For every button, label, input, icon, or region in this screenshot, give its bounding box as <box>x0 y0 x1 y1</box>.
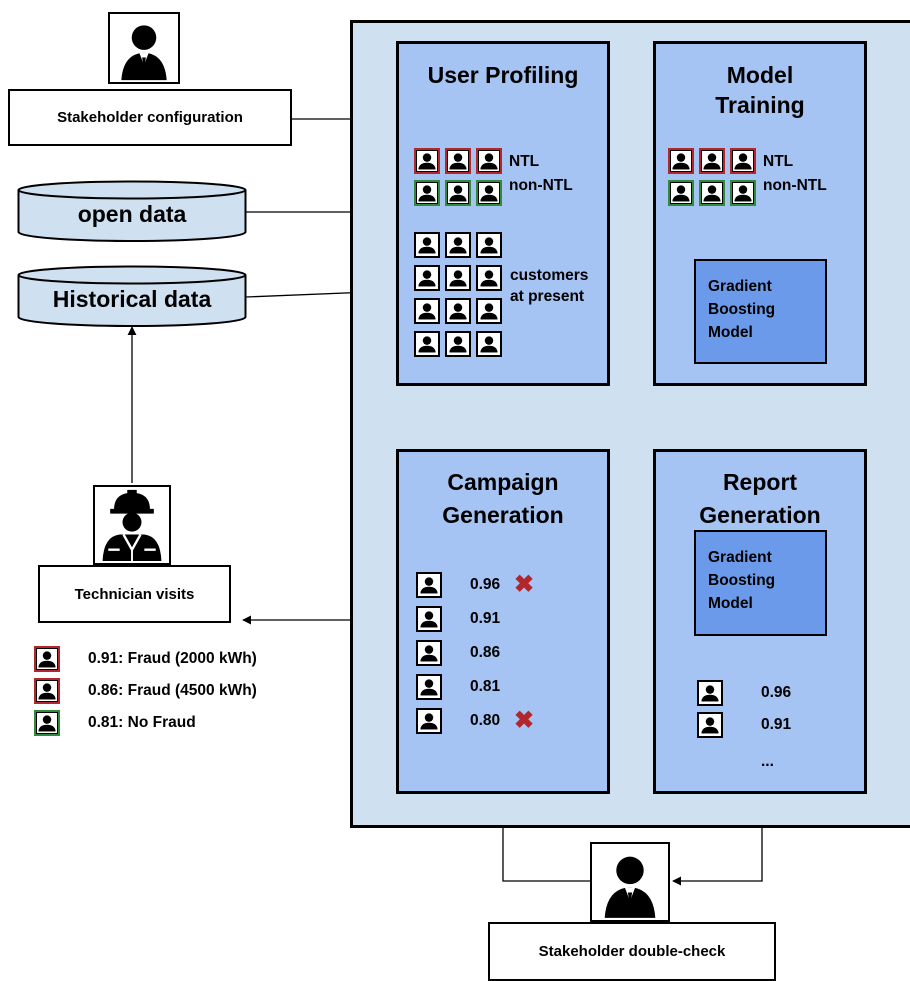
campaign-score: 0.96 <box>470 576 501 593</box>
customer-user-icon <box>414 331 440 357</box>
model-label-line3: Model <box>708 324 753 341</box>
campaign-generation-title-line1: Campaign <box>447 469 559 495</box>
historical-data-cylinder <box>17 265 247 329</box>
ntl-user-icon <box>414 148 440 174</box>
customer-user-icon <box>476 232 502 258</box>
stakeholder-configuration-label: Stakeholder configuration <box>57 109 243 126</box>
campaign-user-icon <box>416 640 442 666</box>
report-score: 0.91 <box>761 716 792 733</box>
technician-result: 0.81: No Fraud <box>88 714 196 731</box>
customer-user-icon <box>445 331 471 357</box>
campaign-user-icon <box>416 674 442 700</box>
stakeholder-double-check-label: Stakeholder double-check <box>538 943 726 960</box>
report-user-icon <box>697 712 723 738</box>
stakeholder-double-check-box: Stakeholder double-check <box>488 922 776 981</box>
campaign-user-icon <box>416 708 442 734</box>
ntl-user-icon <box>476 148 502 174</box>
non-ntl-user-icon <box>699 180 725 206</box>
technician-portrait <box>93 485 171 565</box>
customer-user-icon <box>445 265 471 291</box>
campaign-user-icon <box>416 572 442 598</box>
historical-data-label: Historical data <box>52 286 212 312</box>
model-label-line1: Gradient <box>708 278 772 295</box>
excluded-x-icon: ✖ <box>514 571 535 598</box>
open-data-cylinder <box>17 180 247 244</box>
campaign-user-icon <box>416 606 442 632</box>
non-ntl-user-icon <box>668 180 694 206</box>
stakeholder-portrait <box>108 12 180 84</box>
campaign-score: 0.81 <box>470 678 501 695</box>
non-ntl-user-icon <box>414 180 440 206</box>
customer-user-icon <box>476 331 502 357</box>
model-training-title-line2: Training <box>715 92 805 118</box>
report-generation-title-line1: Report <box>722 469 798 495</box>
user-profiling-panel <box>396 41 610 386</box>
non-ntl-label: non-NTL <box>763 177 827 194</box>
campaign-score: 0.80 <box>470 712 501 729</box>
report-generation-title-line2: Generation <box>699 502 821 528</box>
model-label-line3: Model <box>708 595 753 612</box>
technician-result: 0.86: Fraud (4500 kWh) <box>88 682 257 699</box>
technician-visits-box: Technician visits <box>38 565 231 623</box>
stakeholder-icon <box>121 25 167 81</box>
ntl-user-icon <box>730 148 756 174</box>
customers-label-line1: customers <box>510 267 589 284</box>
fraud-user-icon <box>34 678 60 704</box>
non-ntl-label: non-NTL <box>509 177 573 194</box>
customer-user-icon <box>414 298 440 324</box>
fraud-user-icon <box>34 646 60 672</box>
model-label-line2: Boosting <box>708 572 776 589</box>
excluded-x-icon: ✖ <box>514 707 535 734</box>
stakeholder-configuration-box: Stakeholder configuration <box>8 89 292 146</box>
technician-visits-label: Technician visits <box>74 585 195 603</box>
technician-result: 0.91: Fraud (2000 kWh) <box>88 650 257 667</box>
database-icon <box>17 180 247 242</box>
gradient-boosting-model-box: Gradient Boosting Model <box>694 530 827 636</box>
gradient-boosting-model-box: Gradient Boosting Model <box>694 259 827 364</box>
non-ntl-user-icon <box>476 180 502 206</box>
campaign-score: 0.91 <box>470 610 501 627</box>
campaign-score: 0.86 <box>470 644 501 661</box>
no-fraud-user-icon <box>34 710 60 736</box>
customers-label-line2: at present <box>510 288 585 305</box>
stakeholder-icon <box>604 856 656 918</box>
model-training-title-line1: Model <box>726 62 794 88</box>
ntl-label: NTL <box>509 153 540 170</box>
customer-user-icon <box>445 298 471 324</box>
open-data-label: open data <box>77 201 187 227</box>
database-icon <box>17 265 247 327</box>
ntl-user-icon <box>445 148 471 174</box>
technician-icon <box>102 489 162 562</box>
customer-user-icon <box>445 232 471 258</box>
double-check-portrait <box>590 842 670 922</box>
report-user-icon <box>697 680 723 706</box>
report-score: 0.96 <box>761 684 792 701</box>
campaign-generation-title-line2: Generation <box>442 502 564 528</box>
customer-user-icon <box>476 265 502 291</box>
report-ellipsis: ... <box>761 753 774 770</box>
ntl-user-icon <box>668 148 694 174</box>
non-ntl-user-icon <box>730 180 756 206</box>
model-label-line2: Boosting <box>708 301 776 318</box>
model-label-line1: Gradient <box>708 549 772 566</box>
ntl-user-icon <box>699 148 725 174</box>
non-ntl-user-icon <box>445 180 471 206</box>
user-profiling-title: User Profiling <box>427 62 579 88</box>
customer-user-icon <box>476 298 502 324</box>
customer-user-icon <box>414 265 440 291</box>
ntl-label: NTL <box>763 153 794 170</box>
customer-user-icon <box>414 232 440 258</box>
